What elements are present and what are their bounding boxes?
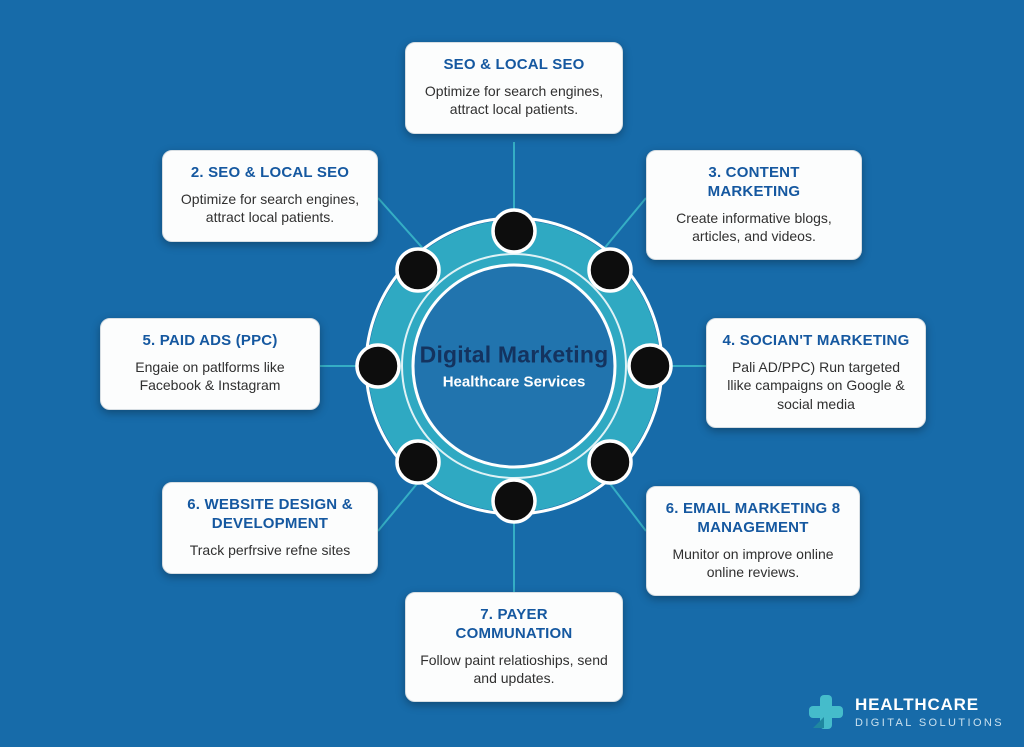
- node-dot: [395, 247, 441, 293]
- card-body: Follow paint relatioships, send and upda…: [420, 651, 608, 686]
- brand-tagline: DIGITAL SOLUTIONS: [855, 717, 1004, 729]
- card-title: 7. PAYER COMMUNATION: [455, 606, 573, 642]
- node-dot: [395, 439, 441, 485]
- node-dot: [355, 343, 401, 389]
- card-body: Engaie on patlforms like Facebook & Inst…: [135, 358, 285, 394]
- hub-inner-circle: [411, 263, 617, 469]
- brand-name: HEALTHCARE: [855, 695, 979, 714]
- card-body: Optimize for search engines, attract loc…: [424, 82, 604, 118]
- card-payer-communication: 7. PAYER COMMUNATION Follow paint relati…: [405, 592, 623, 703]
- card-website-design: 6. WEBSITE DESIGN & DEVELOPMENT Track pe…: [162, 482, 378, 574]
- card-title: 5. PAID ADS (PPC): [142, 332, 278, 349]
- card-title: 2. SEO & LOCAL SEO: [190, 164, 350, 181]
- hub-ring-middle-outline: [401, 253, 627, 479]
- card-title: 6. WEBSITE DESIGN & DEVELOPMENT: [187, 496, 353, 532]
- card-title: 6. EMAIL MARKETING 8 MANAGEMENT: [665, 500, 841, 536]
- card-content-marketing: 3. CONTENT MARKETING Create informative …: [646, 150, 862, 261]
- card-body: Create informative blogs, articles, and …: [676, 209, 832, 244]
- node-dots: [355, 208, 673, 524]
- card-social-marketing: 4. SOCIAN'T MARKETING Pali AD/PPC) Run t…: [706, 318, 926, 429]
- card-email-marketing: 6. EMAIL MARKETING 8 MANAGEMENT Munitor …: [646, 486, 860, 597]
- node-dot: [627, 343, 673, 389]
- card-paid-ads-ppc: 5. PAID ADS (PPC) Engaie on patlforms li…: [100, 318, 320, 410]
- brand-logo: HEALTHCARE DIGITAL SOLUTIONS: [807, 693, 1004, 731]
- card-body: Track perfrsive refne sites: [189, 541, 351, 558]
- node-dot: [491, 208, 537, 254]
- card-title: 3. CONTENT MARKETING: [707, 164, 801, 200]
- hub-title: Digital Marketing: [419, 341, 609, 368]
- hub-center-label: Digital Marketing Healthcare Services: [409, 342, 619, 391]
- node-dot: [587, 439, 633, 485]
- card-body: Pali AD/PPC) Run targeted llike campaign…: [727, 358, 905, 412]
- card-body: Munitor on improve online online reviews…: [672, 545, 834, 580]
- medical-cross-icon: [809, 695, 843, 729]
- card-seo-local-seo-top: SEO & LOCAL SEO Optimize for search engi…: [405, 42, 623, 134]
- node-dot: [491, 478, 537, 524]
- card-title: 4. SOCIAN'T MARKETING: [722, 332, 910, 349]
- card-title: SEO & LOCAL SEO: [443, 56, 585, 73]
- brand-logo-text: HEALTHCARE DIGITAL SOLUTIONS: [855, 695, 1004, 729]
- hub-subtitle: Healthcare Services: [442, 373, 586, 391]
- card-body: Optimize for search engines, attract loc…: [180, 190, 360, 226]
- node-dot: [587, 247, 633, 293]
- card-seo-local-seo-left: 2. SEO & LOCAL SEO Optimize for search e…: [162, 150, 378, 242]
